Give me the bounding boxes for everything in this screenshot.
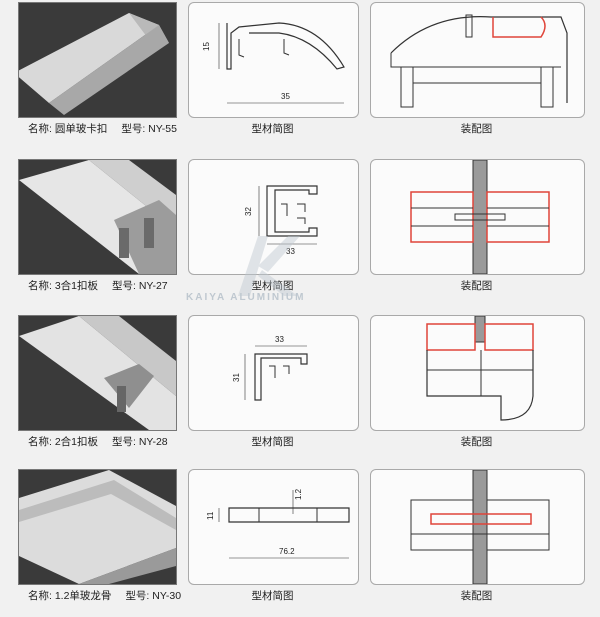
profile-diagram-panel: 11 1.2 76.2 <box>188 469 359 585</box>
dimension-height: 32 <box>244 207 253 216</box>
product-name: 名称: 1.2单玻龙骨 <box>28 590 112 602</box>
product-row-ny30: 名称: 1.2单玻龙骨 型号: NY-30 11 1.2 76.2 型材简图 装配… <box>0 467 600 617</box>
dimension-width: 76.2 <box>279 547 295 556</box>
product-photo <box>18 315 177 431</box>
dimension-thickness: 1.2 <box>294 488 303 500</box>
dimension-width: 33 <box>275 335 284 344</box>
product-model: 型号: NY-27 <box>112 280 168 292</box>
product-name: 名称: 3合1扣板 <box>28 280 99 292</box>
profile-caption: 型材简图 <box>251 280 294 292</box>
dimension-height: 15 <box>202 42 211 51</box>
assembly-diagram-panel <box>370 469 585 585</box>
product-caption: 名称: 2合1扣板 型号: NY-28 <box>28 434 168 449</box>
product-photo <box>18 469 177 585</box>
assembly-caption: 装配图 <box>460 590 493 602</box>
assembly-diagram-panel <box>370 159 585 275</box>
product-row-ny55: 名称: 圆单玻卡扣 型号: NY-55 15 35 型材简图 装配图 <box>0 0 600 150</box>
product-name: 名称: 圆单玻卡扣 <box>28 123 108 135</box>
profile-diagram-panel: 32 33 <box>188 159 359 275</box>
product-caption: 名称: 3合1扣板 型号: NY-27 <box>28 278 168 293</box>
product-caption: 名称: 1.2单玻龙骨 型号: NY-30 <box>28 588 181 603</box>
product-row-ny27: 名称: 3合1扣板 型号: NY-27 32 33 型材简图 装配图 <box>0 157 600 307</box>
assembly-caption: 装配图 <box>460 123 493 135</box>
watermark-text: KAIYA ALUMINIUM <box>186 292 306 303</box>
product-row-ny28: 名称: 2合1扣板 型号: NY-28 33 31 型材简图 装配图 <box>0 313 600 463</box>
assembly-caption: 装配图 <box>460 436 493 448</box>
product-name: 名称: 2合1扣板 <box>28 436 99 448</box>
product-photo <box>18 2 177 118</box>
product-model: 型号: NY-28 <box>112 436 168 448</box>
product-photo <box>18 159 177 275</box>
profile-caption: 型材简图 <box>251 123 294 135</box>
profile-diagram-panel: 33 31 <box>188 315 359 431</box>
product-model: 型号: NY-55 <box>121 123 177 135</box>
product-caption: 名称: 圆单玻卡扣 型号: NY-55 <box>28 121 177 136</box>
profile-caption: 型材简图 <box>251 436 294 448</box>
assembly-diagram-panel <box>370 2 585 118</box>
dimension-height: 11 <box>206 511 215 520</box>
dimension-height: 31 <box>232 373 241 382</box>
dimension-width: 33 <box>286 247 295 256</box>
profile-caption: 型材简图 <box>251 590 294 602</box>
dimension-width: 35 <box>281 92 290 101</box>
assembly-caption: 装配图 <box>460 280 493 292</box>
profile-diagram-panel: 15 35 <box>188 2 359 118</box>
assembly-diagram-panel <box>370 315 585 431</box>
product-model: 型号: NY-30 <box>125 590 182 602</box>
